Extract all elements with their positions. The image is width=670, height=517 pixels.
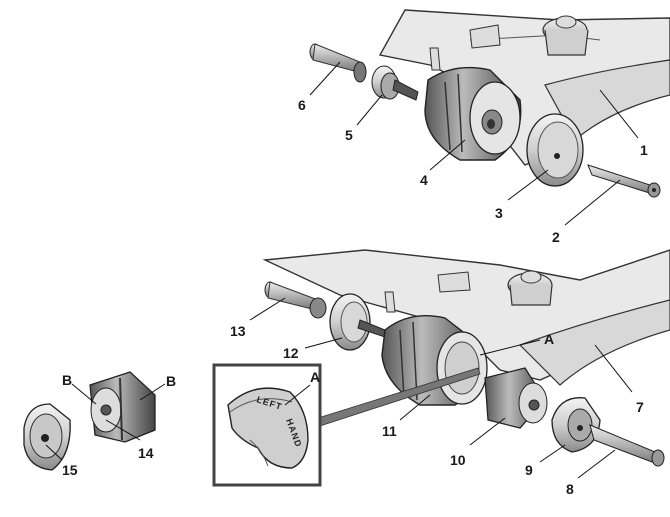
callout-9: 9 <box>525 444 566 478</box>
callout-14: 14 <box>105 419 154 461</box>
detail-inset: LEFT HAND A <box>212 363 481 487</box>
svg-text:3: 3 <box>495 205 503 221</box>
svg-text:A: A <box>544 331 554 347</box>
callout-2: 2 <box>552 179 621 245</box>
part-12-washer <box>329 293 391 351</box>
callout-6: 6 <box>298 61 341 113</box>
part-3-washer-disc <box>526 113 584 187</box>
callout-10: 10 <box>450 417 506 468</box>
callout-4: 4 <box>420 139 466 188</box>
callout-8: 8 <box>566 449 616 497</box>
svg-text:8: 8 <box>566 481 574 497</box>
svg-text:9: 9 <box>525 462 533 478</box>
part-14-bushing-insert <box>89 371 156 443</box>
callout-1: 1 <box>599 89 648 158</box>
callout-12: 12 <box>283 337 343 361</box>
part-4-bushing <box>424 66 522 161</box>
svg-text:12: 12 <box>283 345 299 361</box>
inset-bushing-section <box>227 387 309 469</box>
part-8-spacer-rod <box>589 424 665 467</box>
part-13-bolt <box>264 281 327 319</box>
callout-15: 15 <box>45 444 78 478</box>
part-11-bushing-housing <box>381 315 488 406</box>
callout-13: 13 <box>230 297 286 339</box>
part-15-cup <box>23 403 71 471</box>
callout-b-left: B <box>62 372 97 405</box>
callout-a-main: A <box>479 331 554 356</box>
callout-7: 7 <box>594 344 644 415</box>
upper-assembly: 1 2 3 4 5 6 <box>298 9 670 245</box>
left-parts: 14 15 B B <box>23 371 176 478</box>
part-2-spacer-rod <box>587 164 661 198</box>
lower-assembly: 7 8 9 10 11 12 13 A <box>230 249 670 497</box>
svg-text:B: B <box>62 372 72 388</box>
svg-text:14: 14 <box>138 445 154 461</box>
svg-text:1: 1 <box>640 142 648 158</box>
svg-text:13: 13 <box>230 323 246 339</box>
svg-text:15: 15 <box>62 462 78 478</box>
callout-5: 5 <box>345 94 383 143</box>
callout-11: 11 <box>382 394 431 439</box>
svg-text:2: 2 <box>552 229 560 245</box>
svg-text:4: 4 <box>420 172 428 188</box>
callout-3: 3 <box>495 169 549 221</box>
svg-text:10: 10 <box>450 452 466 468</box>
callout-a-inset: A <box>284 369 320 406</box>
part-5-washer-nut <box>353 61 419 101</box>
svg-text:6: 6 <box>298 97 306 113</box>
callout-b-right: B <box>139 373 176 401</box>
svg-text:11: 11 <box>382 423 397 439</box>
svg-text:7: 7 <box>636 399 644 415</box>
svg-text:A: A <box>310 369 320 385</box>
svg-text:5: 5 <box>345 127 353 143</box>
part-10-bushing-insert <box>484 367 548 429</box>
svg-text:B: B <box>166 373 176 389</box>
part-9-cup <box>551 397 601 453</box>
